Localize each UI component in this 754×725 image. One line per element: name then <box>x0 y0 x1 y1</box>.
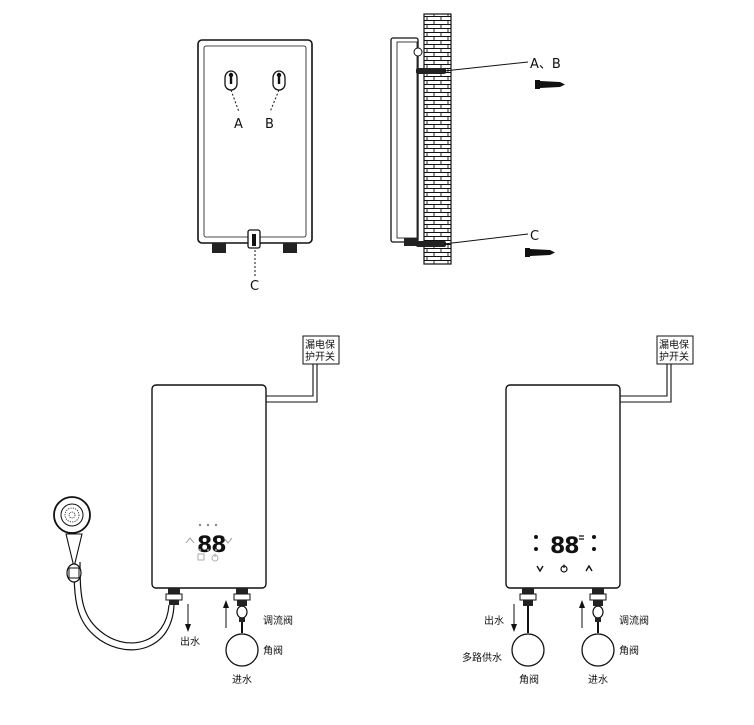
label-angle-valve-right: 角阀 <box>619 644 639 657</box>
back-plate-view: A B C <box>197 39 313 294</box>
screw-icon <box>416 68 446 74</box>
keyhole-icon <box>272 70 286 91</box>
label-ab: A、B <box>530 57 561 72</box>
hook-c <box>247 229 261 249</box>
heater-side <box>390 37 419 243</box>
angle-valve-left <box>511 633 545 667</box>
label-flow-valve: 调流阀 <box>619 614 649 627</box>
control-panel: 88 <box>185 523 233 562</box>
label-c-side: C <box>530 229 539 244</box>
switch-box <box>302 335 340 365</box>
shower-hose <box>73 559 175 651</box>
foot-left <box>212 243 226 253</box>
switch-label-line2: 护开关 <box>305 350 335 363</box>
outlet-connector <box>165 588 183 605</box>
screw-icon <box>525 248 555 257</box>
arrow-down-icon <box>511 604 517 632</box>
label-angle-valve: 角阀 <box>263 644 283 657</box>
side-bump <box>413 47 423 57</box>
power-icon[interactable] <box>560 564 568 573</box>
switch-label-line1: 漏电保 <box>305 338 335 351</box>
chevron-down-icon[interactable] <box>223 537 233 544</box>
control-panel: 88 <box>534 534 596 573</box>
heater-right: 漏电保 护开关 88 <box>462 335 694 686</box>
heater-body <box>151 384 267 589</box>
mode-icon[interactable] <box>197 553 205 561</box>
power-cable <box>266 364 318 403</box>
shower-hose-inner <box>79 561 170 644</box>
angle-valve <box>225 633 259 667</box>
inlet-connector <box>581 588 615 667</box>
screw-icon <box>416 241 446 247</box>
arrow-down-icon <box>185 604 191 632</box>
label-inlet: 进水 <box>588 674 608 686</box>
display-digits: 88 <box>550 534 579 559</box>
switch-box <box>656 335 694 365</box>
switch-label-line1: 漏电保 <box>659 338 689 351</box>
inlet-connector <box>225 588 259 667</box>
keyhole-icon <box>224 70 238 91</box>
brick-wall <box>423 13 452 265</box>
screw-icon <box>535 80 565 89</box>
switch-label-line2: 护开关 <box>659 350 689 363</box>
shower-head-icon <box>53 496 91 583</box>
power-icon[interactable] <box>211 553 219 562</box>
label-c-bottom: C <box>250 279 259 294</box>
side-view: A、B C <box>390 13 565 265</box>
label-outlet: 出水 <box>484 614 504 627</box>
label-a: A <box>234 117 243 132</box>
label-outlet: 出水 <box>180 635 200 648</box>
label-inlet: 进水 <box>232 674 252 686</box>
power-cable <box>620 364 672 403</box>
heater-left: 漏电保 护开关 88 <box>53 335 340 686</box>
label-angle-valve-left: 角阀 <box>519 673 539 686</box>
label-flow-valve: 调流阀 <box>263 614 293 627</box>
arrow-up-icon <box>223 600 229 628</box>
label-multi-supply: 多路供水 <box>462 651 502 664</box>
label-b: B <box>265 117 274 132</box>
chevron-up-icon[interactable] <box>185 537 195 544</box>
chevron-down-icon[interactable] <box>536 565 544 573</box>
back-plate <box>197 39 313 244</box>
arrow-up-icon <box>579 600 585 628</box>
chevron-up-icon[interactable] <box>585 564 593 572</box>
side-bottom <box>404 238 418 246</box>
outlet-connector <box>511 588 545 667</box>
angle-valve-right <box>581 633 615 667</box>
foot-right <box>283 243 297 253</box>
